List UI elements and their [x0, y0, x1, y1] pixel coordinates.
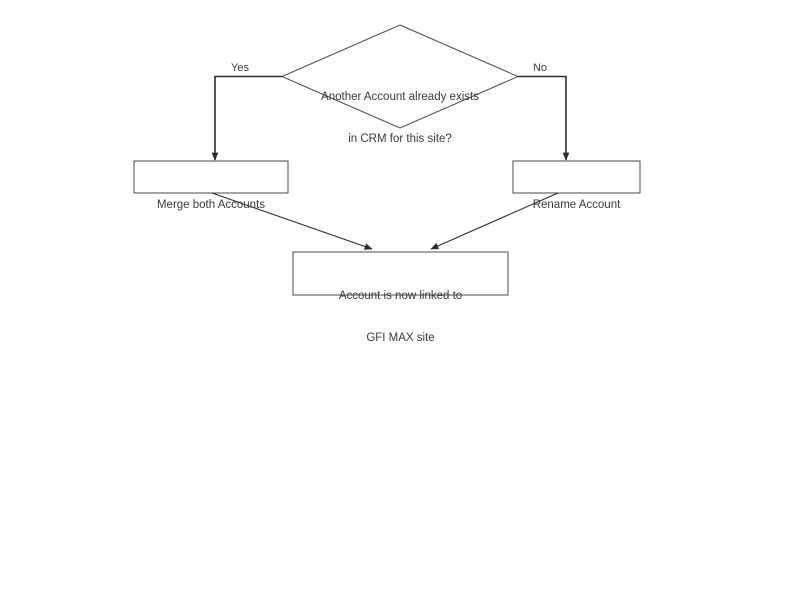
result-box-label: Account is now linked to GFI MAX site: [293, 261, 508, 359]
merge-line-1: Merge both Accounts: [156, 199, 266, 211]
decision-diamond-label: Another Account already exists in CRM fo…: [282, 62, 518, 160]
result-line-1: Account is now linked to: [338, 290, 463, 302]
result-line-2: GFI MAX site: [366, 332, 435, 344]
no-branch-line: [518, 75, 570, 161]
decision-diamond-shape[interactable]: [280, 24, 520, 129]
rename-to-result-line: [430, 192, 559, 250]
rename-box-shape[interactable]: [512, 160, 641, 194]
yes-branch-line: [211, 75, 282, 161]
merge-to-result-line: [211, 192, 373, 250]
yes-branch-label: Yes: [231, 62, 249, 74]
decision-line-1: Another Account already exists: [321, 91, 479, 103]
no-branch-label: No: [532, 62, 548, 74]
merge-box-label: Merge both Accounts: [134, 170, 288, 226]
decision-line-2: in CRM for this site?: [348, 133, 452, 145]
rename-line-1: Rename Account: [532, 199, 621, 211]
rename-box-label: Rename Account: [513, 170, 640, 226]
result-box-shape[interactable]: [292, 251, 509, 296]
merge-box-shape[interactable]: [133, 160, 289, 194]
